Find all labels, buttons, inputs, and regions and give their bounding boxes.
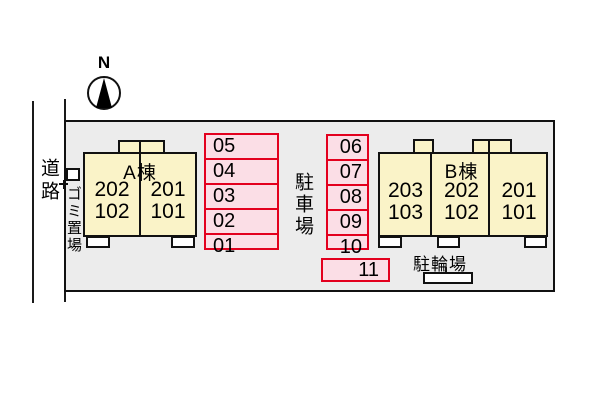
parking-space: 08: [328, 184, 367, 209]
compass-north-label: N: [97, 53, 111, 72]
parking-space: 10: [328, 234, 367, 259]
room-label: 102: [94, 200, 130, 223]
bicycle-parking-box: [423, 272, 473, 284]
parking-space: 05: [213, 135, 236, 157]
building-a-name: A棟: [123, 163, 157, 184]
parking-space: 07: [328, 159, 367, 184]
building-a-entrance: [171, 236, 195, 248]
building-b-stairwell: [472, 139, 512, 154]
building-b-entrance: [378, 236, 402, 248]
room-label: 201: [150, 178, 186, 201]
room-label: 102: [443, 201, 480, 224]
bicycle-parking-label: 駐輪場: [413, 255, 467, 274]
road-label: 道路: [38, 158, 59, 204]
room-label: 103: [387, 201, 424, 224]
building-b-name: B棟: [444, 162, 479, 183]
room-label: 201: [501, 179, 537, 202]
building-b-divider: [430, 154, 432, 235]
parking-lot-label: 駐車場: [292, 172, 313, 238]
room-label: 202: [94, 178, 130, 201]
parking-space: 01: [206, 233, 277, 258]
building-a-divider: [139, 142, 141, 235]
building-a-entrance: [86, 236, 110, 248]
parking-space: 03: [206, 183, 277, 208]
room-label: 202: [443, 179, 480, 202]
building-b-stairwell: [413, 139, 434, 154]
parking-space: 09: [328, 209, 367, 234]
garbage-box: [66, 168, 80, 181]
building-b-entrance: [437, 236, 460, 248]
building-a-stairwell: [118, 140, 165, 154]
boundary-marker-icon: [62, 179, 65, 189]
bicycle-parking-tick: [445, 267, 447, 273]
parking-column-left: 05 04 03 02 01: [204, 133, 279, 257]
garbage-area-label: ゴミ置場: [65, 186, 82, 254]
parking-space: 06: [339, 136, 362, 158]
compass-needle-icon: [96, 78, 112, 108]
road-line-outer: [32, 101, 34, 303]
parking-column-right: 06 07 08 09 10: [326, 134, 369, 258]
building-b: [378, 152, 548, 237]
parking-space-11: 11: [321, 258, 390, 282]
building-b-divider: [488, 141, 490, 235]
room-label: 101: [501, 201, 537, 224]
room-label: 203: [387, 179, 424, 202]
parking-space: 02: [206, 208, 277, 233]
building-b-entrance: [524, 236, 547, 248]
room-label: 101: [150, 200, 186, 223]
parking-space: 04: [206, 158, 277, 183]
